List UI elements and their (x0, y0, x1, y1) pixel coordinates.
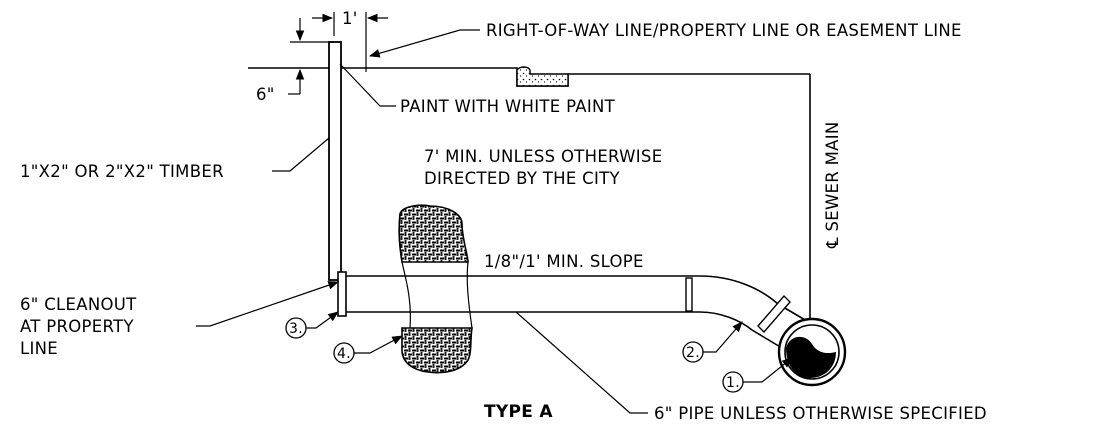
curb-icon (516, 66, 569, 87)
sewer-main-label: ℄ SEWER MAIN (823, 121, 842, 249)
cleanout-leader: 6" CLEANOUT AT PROPERTY LINE (20, 281, 340, 358)
cleanout-label-line-3: LINE (20, 339, 58, 358)
dimension-1ft-label: 1' (342, 9, 358, 28)
dimension-6in-label: 6" (256, 85, 275, 104)
trench-edge-right (466, 261, 473, 329)
paint-leader: PAINT WITH WHITE PAINT (339, 63, 616, 116)
pipe-coupling (685, 277, 693, 312)
cleanout-label-line-2: AT PROPERTY (20, 317, 134, 336)
type-label: TYPE A (484, 402, 553, 422)
callout-2: 2. (682, 321, 743, 363)
soil-patch-upper (398, 204, 469, 263)
cleanout-cap (337, 271, 347, 317)
pipe-note-leader: 6" PIPE UNLESS OTHERWISE SPECIFIED (515, 311, 987, 423)
svg-text:2.: 2. (686, 345, 700, 361)
min-depth-note-line-1: 7' MIN. UNLESS OTHERWISE (424, 147, 662, 166)
callout-1: 1. (722, 357, 793, 393)
timber-marker (328, 41, 342, 281)
cleanout-label-line-1: 6" CLEANOUT (20, 295, 137, 314)
callout-4: 4. (333, 335, 403, 364)
svg-text:3.: 3. (289, 321, 303, 337)
row-line-label: RIGHT-OF-WAY LINE/PROPERTY LINE OR EASEM… (486, 21, 962, 40)
paint-label: PAINT WITH WHITE PAINT (400, 97, 616, 116)
sewer-main-pipe (777, 317, 847, 387)
timber-label: 1"X2" OR 2"X2" TIMBER (20, 162, 224, 181)
min-depth-note-line-2: DIRECTED BY THE CITY (424, 169, 620, 188)
dimension-6in: 6" (256, 18, 334, 104)
trench-edge-left (401, 261, 411, 329)
soil-patch-lower (401, 327, 473, 374)
ground-line (248, 66, 810, 87)
row-line-leader: RIGHT-OF-WAY LINE/PROPERTY LINE OR EASEM… (368, 21, 962, 58)
svg-text:4.: 4. (337, 346, 351, 362)
service-pipe (337, 271, 813, 349)
timber-leader: 1"X2" OR 2"X2" TIMBER (20, 137, 330, 181)
dimension-1ft: 1' (312, 9, 388, 72)
callout-3: 3. (285, 311, 339, 339)
slope-label: 1/8"/1' MIN. SLOPE (484, 252, 644, 271)
wye-joint (757, 294, 791, 334)
pipe-note-label: 6" PIPE UNLESS OTHERWISE SPECIFIED (654, 404, 987, 423)
svg-text:1.: 1. (726, 375, 740, 391)
